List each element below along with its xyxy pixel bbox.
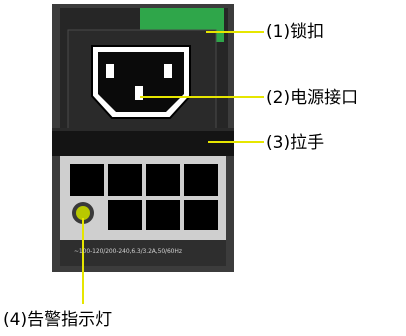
vent-hole	[70, 164, 104, 196]
callout-handle: (3)拉手	[266, 133, 325, 153]
vent-hole	[146, 200, 180, 230]
power-socket-inner	[98, 52, 184, 112]
callout-latch: (1)锁扣	[266, 22, 325, 42]
handle-highlight	[52, 128, 234, 131]
handle	[52, 128, 234, 156]
socket-pin-right	[164, 64, 172, 78]
vent-hole	[184, 164, 218, 196]
rating-strip	[60, 240, 226, 266]
callout-power-port: (2)电源接口	[266, 88, 359, 108]
socket-pin-left	[106, 64, 114, 78]
rating-label: ~100-120/200-240,6.3/3.2A,50/60Hz	[74, 248, 182, 255]
vent-hole	[184, 200, 218, 230]
vent-hole	[108, 164, 142, 196]
alarm-led	[76, 206, 90, 220]
vent-hole	[108, 200, 142, 230]
callout-alarm-light: (4)告警指示灯	[3, 310, 113, 330]
socket-pin-ground	[135, 86, 143, 100]
vent-hole	[146, 164, 180, 196]
